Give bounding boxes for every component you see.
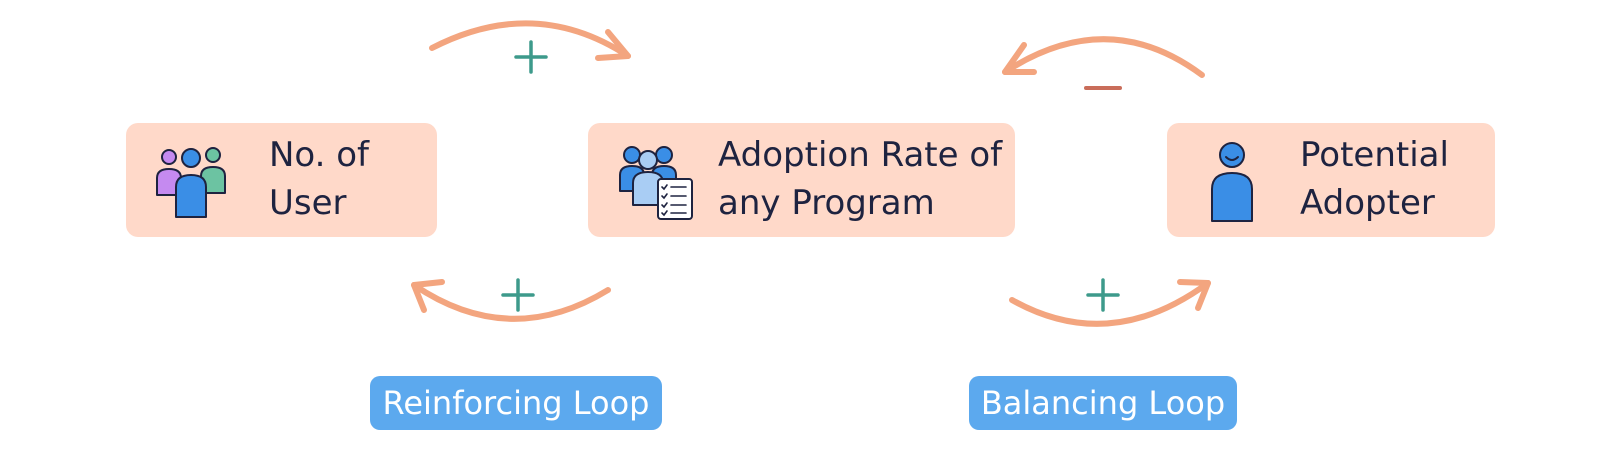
- arrow-adoption-to-users: [411, 282, 611, 322]
- label-line-2: Adopter: [1300, 183, 1435, 223]
- label-line-2: any Program: [718, 183, 935, 223]
- person-icon: [1211, 142, 1253, 222]
- users-group-icon: [156, 147, 226, 218]
- reinforcing-loop-badge: Reinforcing Loop: [370, 376, 662, 430]
- label-line-2: User: [269, 183, 347, 223]
- node-no-of-user: No. of User: [126, 123, 437, 237]
- node-potential-adopter-label: Potential Adopter: [1300, 131, 1449, 227]
- label-line-1: No. of: [269, 135, 370, 175]
- balancing-loop-badge: Balancing Loop: [969, 376, 1237, 430]
- arrow-adoption-to-potential: [1009, 280, 1211, 327]
- node-no-of-user-label: No. of User: [269, 131, 369, 227]
- plus-sign-icon: [514, 40, 548, 74]
- minus-sign-icon: [1084, 86, 1122, 90]
- arrow-potential-to-adoption: [1002, 36, 1205, 78]
- arrow-users-to-adoption-head: [595, 29, 631, 61]
- plus-sign-icon: [501, 278, 535, 312]
- plus-sign-icon: [1086, 278, 1120, 312]
- arrow-adoption-to-potential-head: [1177, 279, 1211, 311]
- arrow-potential-to-adoption-head: [1002, 42, 1037, 75]
- node-potential-adopter: Potential Adopter: [1167, 123, 1495, 237]
- arrow-adoption-to-users-head: [411, 279, 445, 313]
- users-checklist-icon: [619, 146, 693, 220]
- node-adoption-rate-label: Adoption Rate of any Program: [718, 131, 1002, 227]
- label-line-1: Adoption Rate of: [718, 135, 1003, 175]
- label-line-1: Potential: [1300, 135, 1449, 175]
- node-adoption-rate: Adoption Rate of any Program: [588, 123, 1015, 237]
- arrow-users-to-adoption: [429, 20, 631, 59]
